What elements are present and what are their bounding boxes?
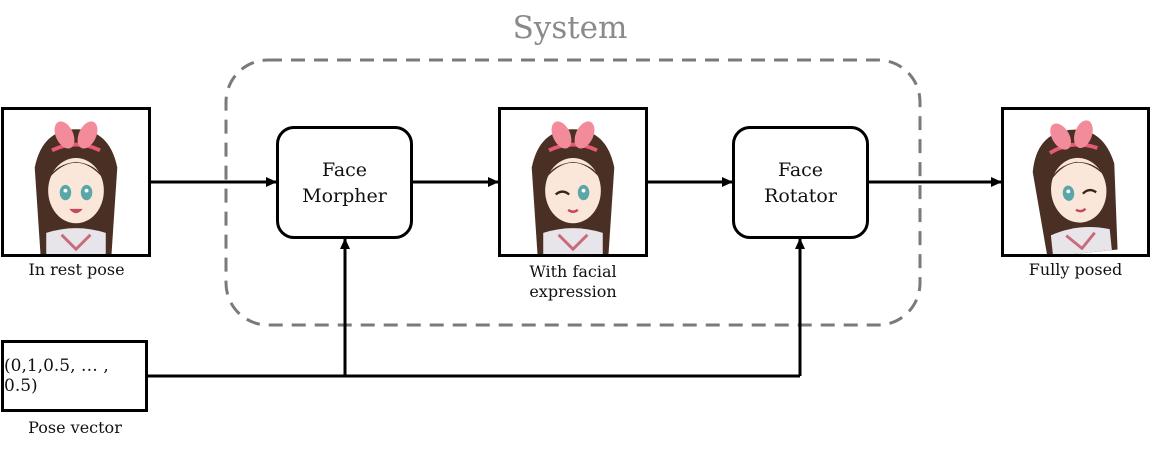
facial-expression-caption-line1: With facial xyxy=(529,262,617,281)
pose-vector-value: (0,1,0.5, … , 0.5) xyxy=(4,356,109,396)
fully-posed-image xyxy=(1001,107,1150,257)
anime-girl-rest-pose-icon xyxy=(4,110,148,254)
fully-posed-caption: Fully posed xyxy=(1028,260,1123,279)
face-morpher-box: Face Morpher xyxy=(276,126,413,239)
facial-expression-image xyxy=(498,107,648,257)
pose-vector-caption: Pose vector xyxy=(28,418,122,437)
system-title: System xyxy=(512,10,628,46)
anime-girl-posed-icon xyxy=(1004,110,1147,254)
rest-pose-image xyxy=(1,107,151,257)
facial-expression-caption: With facial expression xyxy=(496,262,650,302)
rest-pose-caption: In rest pose xyxy=(28,260,125,279)
face-rotator-label-line1: Face xyxy=(777,158,824,181)
system-boundary xyxy=(224,58,922,327)
anime-girl-winking-icon xyxy=(501,110,645,254)
face-morpher-label-line2: Morpher xyxy=(302,184,387,207)
face-morpher-label-line1: Face xyxy=(321,158,368,181)
facial-expression-caption-line2: expression xyxy=(529,282,617,301)
pose-vector-box: (0,1,0.5, … , 0.5) xyxy=(1,340,148,412)
face-rotator-box: Face Rotator xyxy=(732,126,869,239)
face-rotator-label-line2: Rotator xyxy=(764,184,837,207)
